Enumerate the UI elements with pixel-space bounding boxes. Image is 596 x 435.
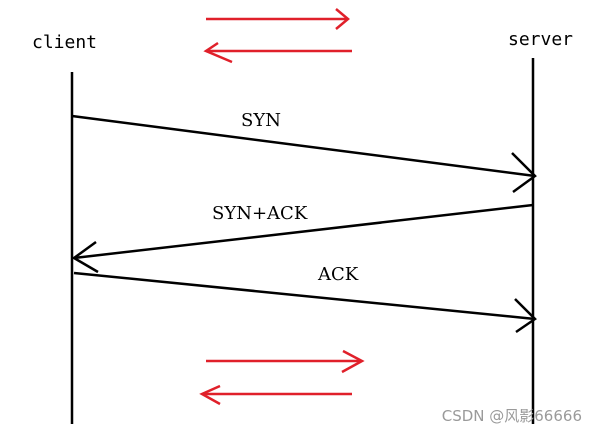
ack-arrowhead [514, 298, 537, 334]
message-syn-ack: SYN+ACK [71, 203, 534, 274]
red-arrow-right-bottom [206, 349, 365, 374]
syn-ack-label: SYN+ACK [212, 203, 308, 224]
syn-ack-arrowhead [71, 240, 99, 274]
red-arrow-right-top [206, 8, 350, 30]
red-arrow-left-bottom [199, 384, 352, 406]
syn-ack-arrow-line [73, 203, 534, 260]
csdn-watermark: CSDN @风影66666 [442, 407, 582, 425]
bottom-bidirectional-arrows [199, 349, 365, 406]
syn-label: SYN [241, 110, 281, 131]
syn-arrowhead [511, 152, 537, 194]
message-syn: SYN [71, 110, 537, 194]
syn-arrow-line [71, 114, 536, 178]
ack-label: ACK [317, 264, 359, 285]
client-label: client [32, 32, 97, 53]
red-arrow-left-top [203, 41, 352, 64]
ack-arrow-line [73, 271, 536, 321]
server-label: server [508, 29, 573, 50]
top-bidirectional-arrows [203, 8, 352, 64]
message-ack: ACK [73, 264, 537, 334]
